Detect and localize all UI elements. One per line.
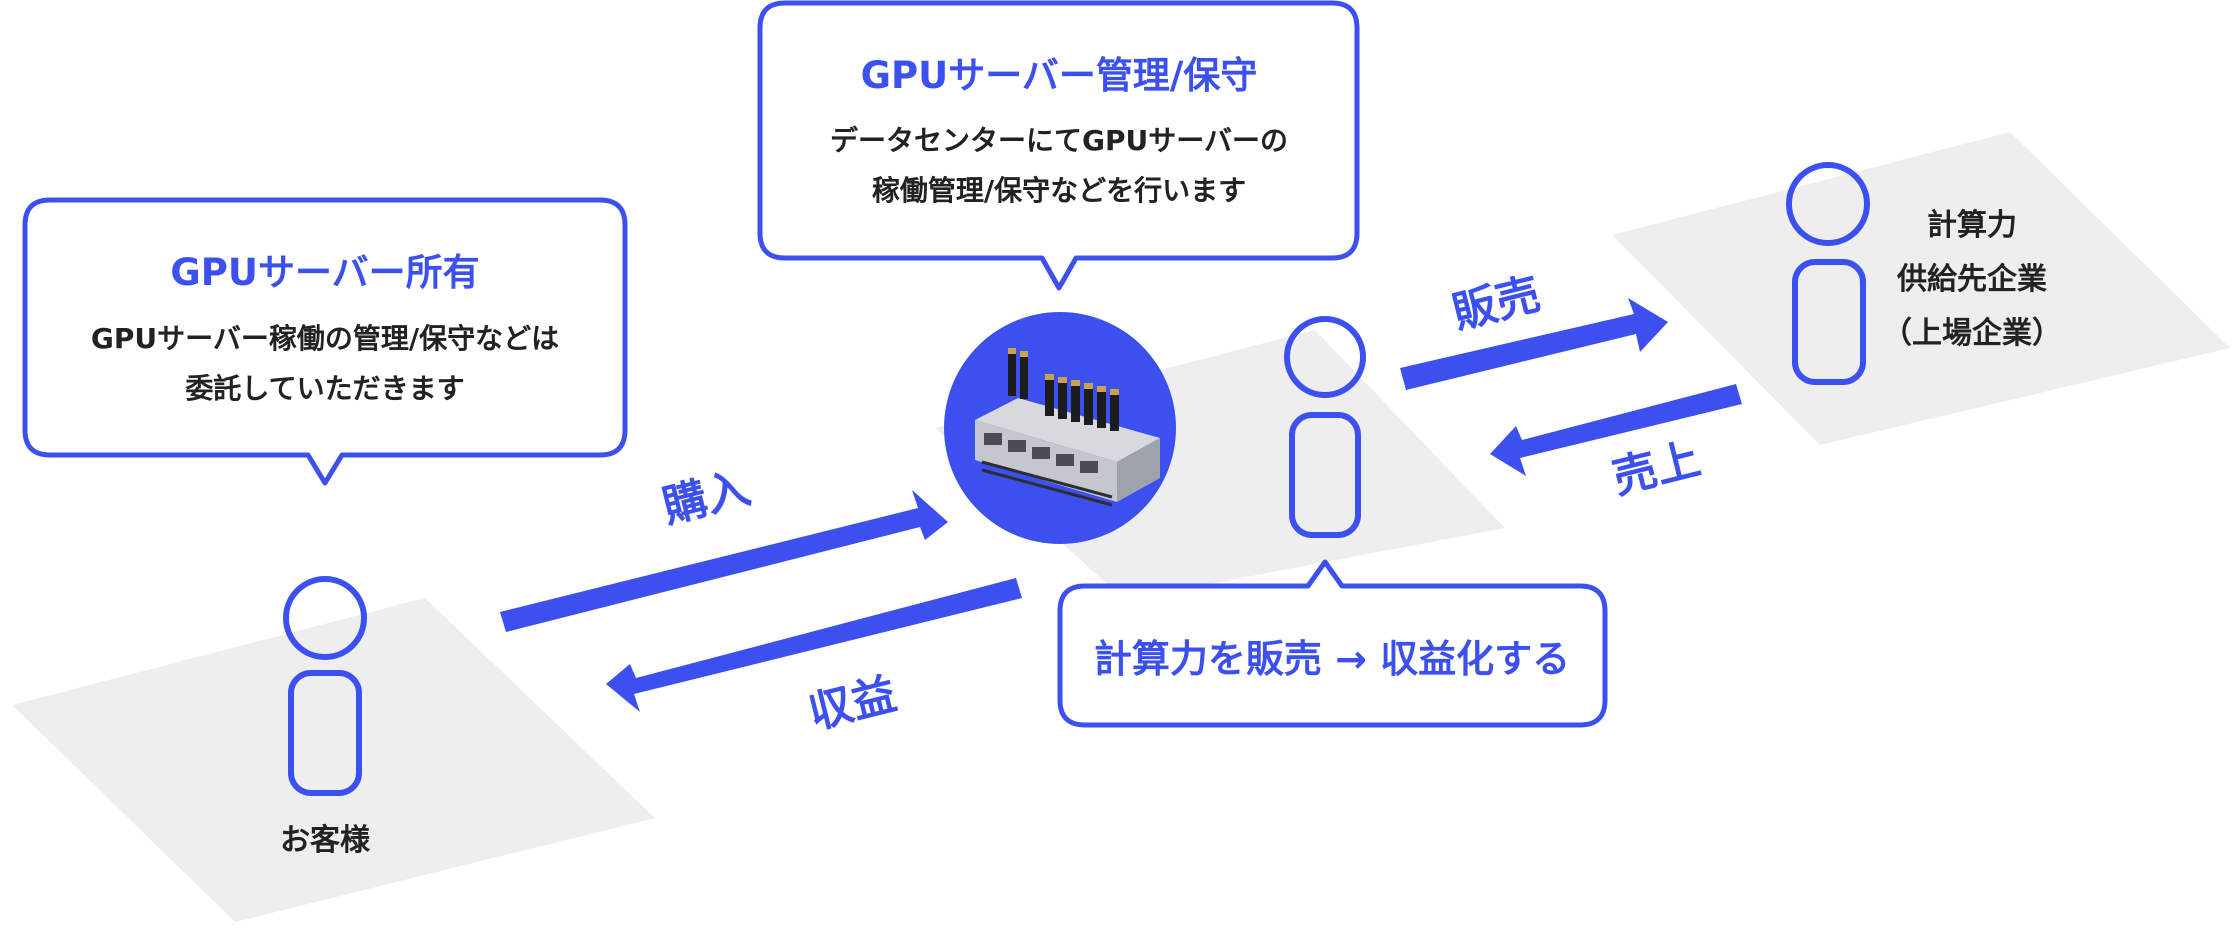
maintenance-bubble-line1: データセンターにてGPUサーバーの — [830, 124, 1288, 157]
proceeds-label: 売上 — [1608, 434, 1706, 505]
revenue-label-group: 収益 — [804, 669, 902, 740]
purchase-arrow — [500, 490, 948, 632]
maintenance-bubble-line2: 稼働管理/保守などを行います — [872, 174, 1246, 207]
purchase-label-group: 購入 — [658, 463, 756, 534]
customer-label: お客様 — [280, 823, 371, 858]
owner-bubble-title: GPUサーバー所有 — [170, 251, 479, 294]
gpu-server-icon — [944, 312, 1176, 544]
sales-arrow — [1400, 298, 1668, 390]
maintenance-speech-bubble — [757, 0, 1360, 291]
maintenance-bubble-title: GPUサーバー管理/保守 — [861, 54, 1258, 97]
owner-bubble-line2: 委託していただきます — [184, 372, 464, 405]
owner-speech-bubble — [22, 197, 628, 486]
sales-label: 販売 — [1448, 269, 1546, 340]
customer-plane — [12, 598, 655, 922]
sales-label-group: 販売 — [1448, 269, 1546, 340]
revenue-arrow — [606, 578, 1022, 712]
supplier-label-line2: 供給先企業 — [1896, 262, 2047, 297]
proceeds-arrow — [1490, 384, 1742, 476]
monetize-speech-bubble — [1057, 559, 1608, 728]
operator-person-icon — [1284, 316, 1366, 538]
supplier-label-line3: （上場企業） — [1882, 316, 2062, 351]
revenue-label: 収益 — [804, 669, 902, 740]
supplier-person-icon — [1786, 162, 1870, 385]
monetize-bubble-text: 計算力を販売 → 収益化する — [1094, 637, 1570, 681]
supplier-label-line1: 計算力 — [1927, 208, 2017, 243]
supplier-plane — [1612, 132, 2230, 445]
proceeds-label-group: 売上 — [1608, 434, 1706, 505]
purchase-label: 購入 — [658, 463, 756, 534]
customer-person-icon — [283, 576, 367, 796]
owner-bubble-line1: GPUサーバー稼働の管理/保守などは — [91, 322, 559, 355]
